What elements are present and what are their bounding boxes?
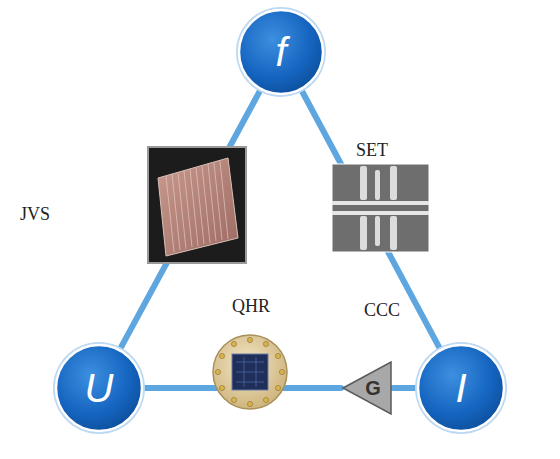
quantity-symbol: U — [85, 366, 114, 411]
triangle-side — [302, 91, 440, 349]
quantity-circle: f — [235, 6, 327, 98]
device-label: QHR — [232, 296, 270, 317]
set-sem-image — [332, 164, 429, 252]
node-text-wrap: f — [235, 6, 327, 98]
node-text-wrap: G — [341, 360, 393, 416]
quantity-circle: I — [414, 341, 508, 435]
gain-symbol: G — [353, 377, 381, 400]
node-text-wrap: I — [414, 341, 508, 435]
quantity-circle: U — [52, 341, 146, 435]
node-text-wrap: U — [52, 341, 146, 435]
device-label: CCC — [364, 300, 400, 321]
device-label: JVS — [20, 204, 50, 225]
quantity-symbol: f — [275, 30, 286, 75]
triangle-side — [393, 385, 416, 391]
amplifier-triangle: G — [341, 360, 393, 416]
device-label: SET — [356, 140, 388, 161]
jvs-chip-photo — [148, 147, 246, 263]
qhr-sample-header — [213, 335, 287, 409]
quantity-symbol: I — [455, 366, 466, 411]
